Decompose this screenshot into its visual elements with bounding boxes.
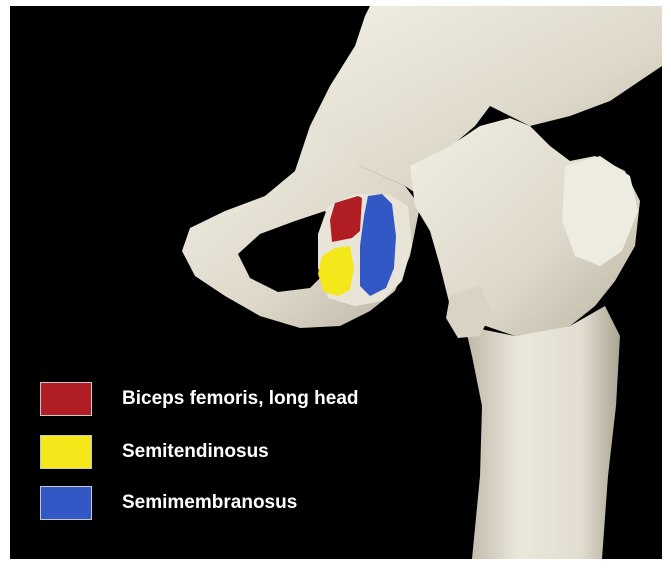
- legend-label-biceps-femoris: Biceps femoris, long head: [122, 388, 359, 410]
- legend-swatch-semimembranosus: [40, 486, 92, 520]
- hip-bone-render: [10, 6, 662, 559]
- legend-item-semimembranosus: Semimembranosus: [40, 486, 297, 520]
- femoral-shaft-shape: [465, 306, 620, 559]
- figure-frame: Biceps femoris, long head Semitendinosus…: [10, 6, 662, 559]
- legend-item-biceps-femoris: Biceps femoris, long head: [40, 382, 359, 416]
- legend-label-semimembranosus: Semimembranosus: [122, 492, 297, 514]
- legend-item-semitendinosus: Semitendinosus: [40, 435, 269, 469]
- legend-swatch-biceps-femoris: [40, 382, 92, 416]
- legend-label-semitendinosus: Semitendinosus: [122, 441, 269, 463]
- legend-swatch-semitendinosus: [40, 435, 92, 469]
